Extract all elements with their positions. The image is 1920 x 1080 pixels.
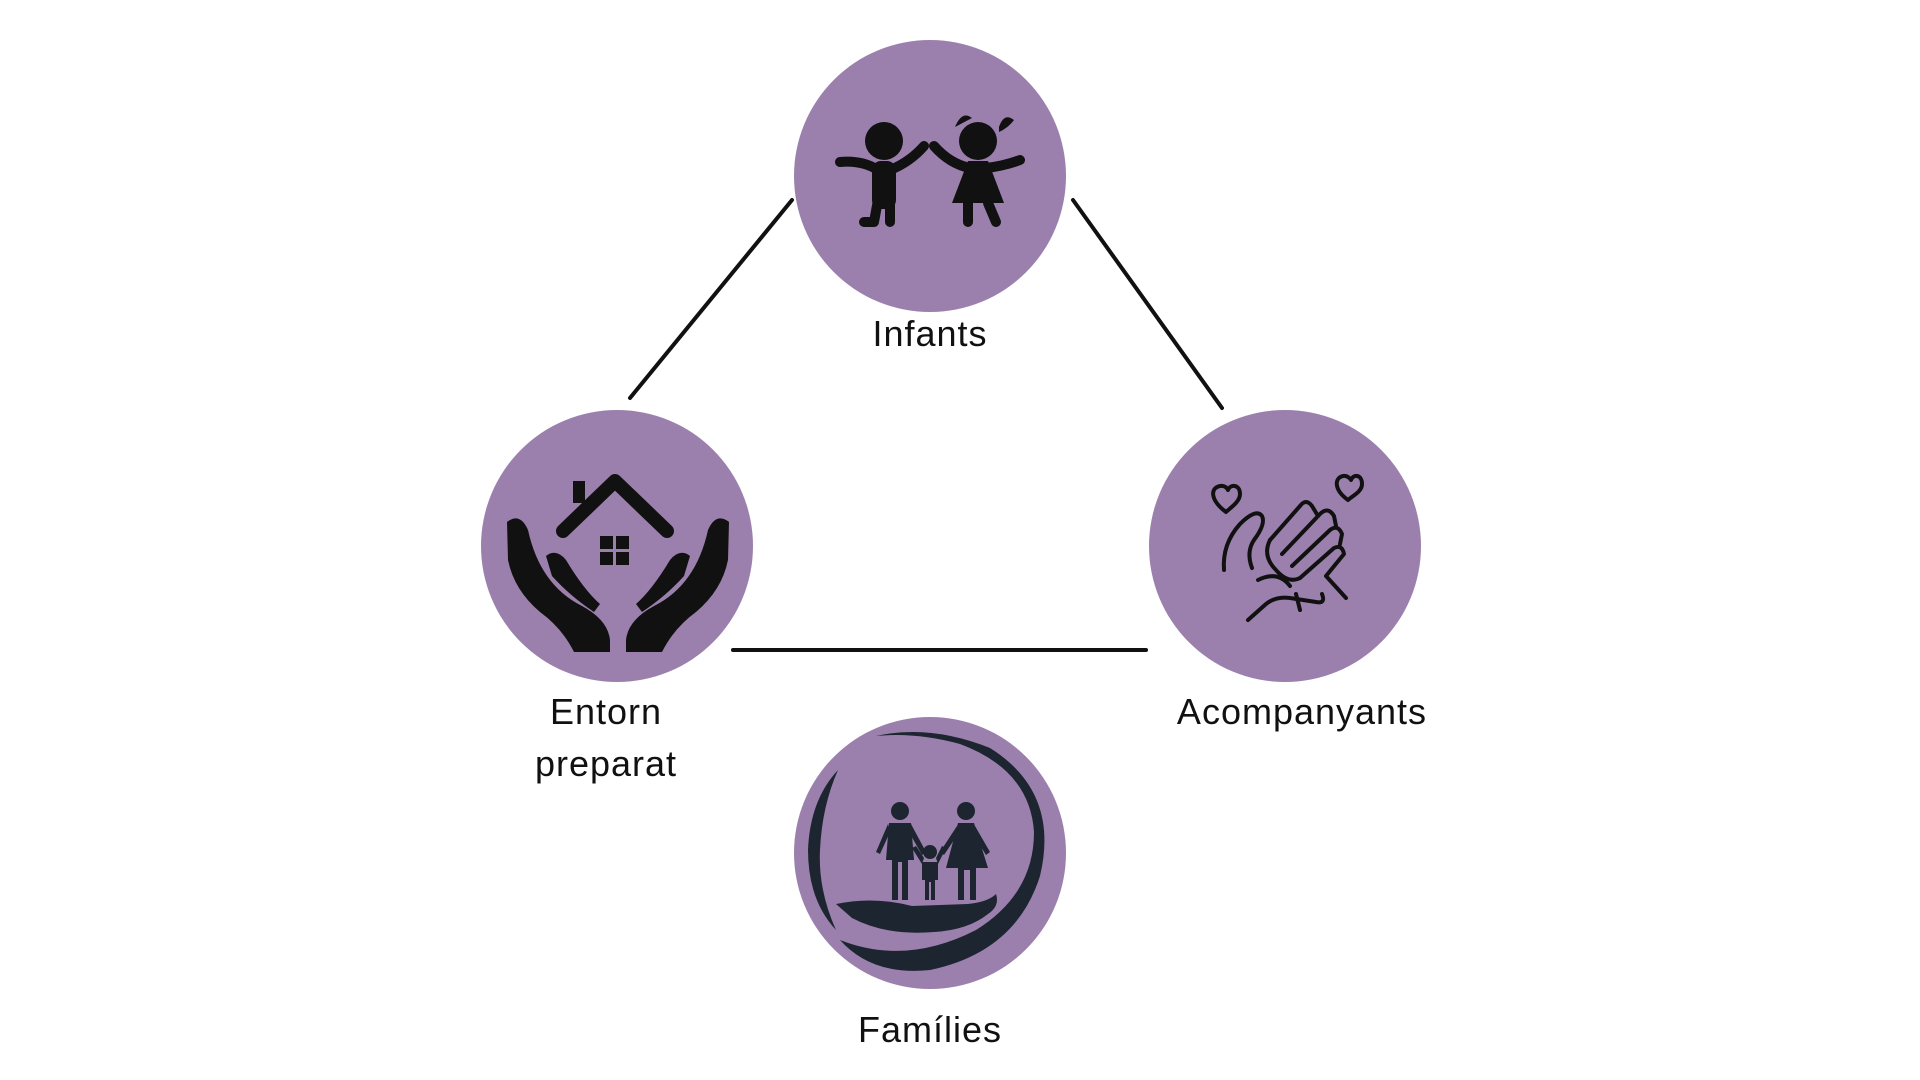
node-entorn	[481, 410, 753, 682]
label-entorn-preparat: Entorn preparat	[535, 686, 677, 790]
connector-infants-entorn	[628, 198, 794, 400]
infants-circle	[794, 40, 1066, 312]
acompanyants-circle	[1149, 410, 1421, 682]
connector-infants-acompanyants	[1071, 198, 1224, 410]
children-icon	[835, 115, 1025, 227]
node-infants	[794, 40, 1066, 312]
node-acompanyants	[1149, 410, 1421, 682]
helping-hands-hearts-icon	[1211, 473, 1364, 622]
label-entorn-line2: preparat	[534, 743, 678, 784]
family-in-hand-icon	[808, 732, 1045, 971]
node-families	[794, 717, 1066, 989]
label-infants: Infants	[872, 313, 988, 354]
label-acompanyants: Acompanyants	[1176, 691, 1428, 732]
label-families: Famílies	[857, 1009, 1003, 1050]
house-in-hands-icon	[507, 474, 729, 652]
label-entorn-line1: Entorn	[549, 691, 663, 732]
